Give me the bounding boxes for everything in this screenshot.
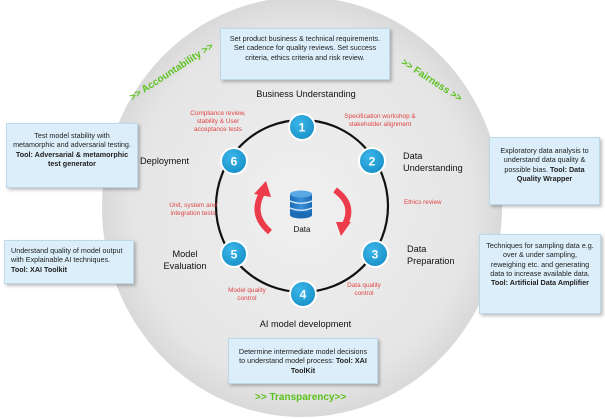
transition-label-4-5: Model quality control — [228, 287, 266, 302]
stage-node-5[interactable]: 5 — [220, 240, 248, 268]
stage-label-4: AI model development — [259, 319, 352, 329]
deployment-testing-box: Test model stability with metamorphic an… — [6, 123, 138, 188]
transition-label-5-6: Unit, system and integration tests — [169, 202, 217, 217]
stage-node-3[interactable]: 3 — [361, 240, 389, 268]
box-text: Determine intermediate model decisions t… — [238, 347, 368, 366]
stage-label-2: Data Understanding — [403, 151, 463, 173]
transition-label-3-4: Data quality control — [347, 282, 381, 297]
node-number: 2 — [369, 155, 376, 169]
model-development-box: Determine intermediate model decisions t… — [228, 338, 378, 384]
box-tool: Tool: Data Quality Wrapper — [516, 164, 585, 183]
evaluation-xai-box: Understand quality of model output with … — [4, 240, 134, 284]
node-number: 6 — [231, 155, 238, 169]
transition-label-1-2: Specification workshop & stakeholder ali… — [344, 113, 416, 128]
principle-transparency: >> Transparency>> — [255, 392, 347, 403]
data-understanding-box: Exploratory data analysis to understand … — [489, 137, 600, 205]
stage-node-1[interactable]: 1 — [288, 113, 316, 141]
database-icon — [289, 190, 313, 219]
box-tool: Tool: XAI Toolkit — [11, 264, 68, 274]
box-text: Techniques for sampling data e.g. over &… — [486, 241, 594, 278]
transition-label-6-1: Compliance review, stability & User acce… — [190, 110, 246, 133]
node-number: 5 — [231, 248, 238, 262]
stage-node-6[interactable]: 6 — [220, 147, 248, 175]
stage-node-4[interactable]: 4 — [289, 280, 317, 308]
box-tool: Tool: Adversarial & metamorphic test gen… — [15, 149, 129, 168]
box-text: Exploratory data analysis to understand … — [500, 146, 589, 174]
box-text: Test model stability with metamorphic an… — [13, 131, 131, 150]
box-text: Understand quality of model output with … — [11, 246, 123, 265]
stage-label-5: Model Evaluation — [163, 249, 207, 271]
data-preparation-box: Techniques for sampling data e.g. over &… — [479, 234, 601, 314]
stage-label-3: Data Preparation — [407, 244, 455, 266]
center-data-label: Data — [294, 225, 311, 234]
left-cycle-arrow — [254, 181, 273, 235]
box-tool: Tool: Artificial Data Amplifier — [491, 278, 589, 288]
stage-label-6: Deployment — [140, 156, 190, 166]
node-number: 4 — [300, 288, 307, 302]
stage-label-1: Business Understanding — [256, 89, 356, 99]
transition-label-2-3: Ethics review — [404, 199, 442, 206]
business-requirements-box: Set product business & technical require… — [220, 28, 390, 80]
right-cycle-arrow — [333, 187, 352, 236]
box-tool: Tool: XAI ToolKit — [290, 356, 367, 375]
node-number: 3 — [372, 248, 379, 262]
box-text: Set product business & technical require… — [229, 34, 381, 62]
stage-node-2[interactable]: 2 — [358, 147, 386, 175]
node-number: 1 — [299, 121, 306, 135]
